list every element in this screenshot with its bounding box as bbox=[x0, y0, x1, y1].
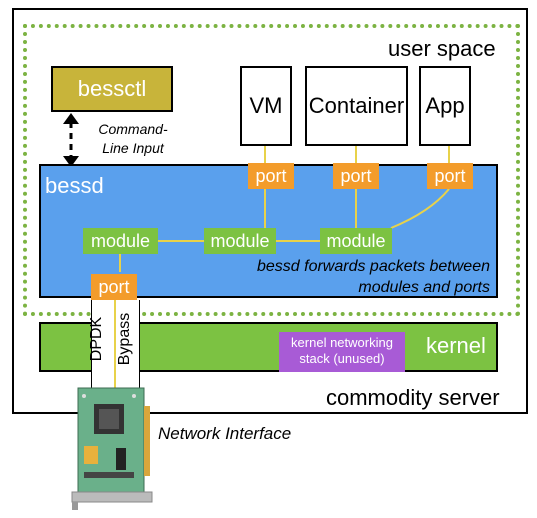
app-box-app: App bbox=[419, 66, 471, 146]
double-arrow-icon bbox=[63, 113, 79, 167]
bessd-label: bessd bbox=[45, 173, 104, 198]
user-space-label: user space bbox=[388, 36, 496, 61]
network-card-icon bbox=[71, 387, 153, 510]
bessd-note: bessd forwards packets between modules a… bbox=[256, 258, 490, 296]
module-2: module bbox=[204, 228, 276, 254]
app-box-vm: VM bbox=[240, 66, 292, 146]
bypass-label: Bypass bbox=[116, 312, 133, 366]
kernel-networking-stack: kernel networking stack (unused) bbox=[279, 332, 405, 372]
port-container: port bbox=[333, 163, 379, 189]
commodity-server-box bbox=[12, 8, 528, 414]
user-space-region bbox=[23, 24, 520, 316]
bessctl-box: bessctl bbox=[51, 66, 173, 112]
port-nic: port bbox=[91, 274, 137, 300]
app-box-container: Container bbox=[305, 66, 408, 146]
port-app: port bbox=[427, 163, 473, 189]
kernel-label: kernel bbox=[426, 333, 486, 358]
port-vm: port bbox=[248, 163, 294, 189]
network-interface-label: Network Interface bbox=[158, 424, 292, 443]
module-1: module bbox=[83, 228, 158, 254]
commodity-server-label: commodity server bbox=[326, 385, 500, 410]
dpdk-label: DPDK bbox=[88, 316, 105, 362]
command-line-input-label: Command- Line Input bbox=[98, 121, 168, 156]
module-3: module bbox=[320, 228, 392, 254]
